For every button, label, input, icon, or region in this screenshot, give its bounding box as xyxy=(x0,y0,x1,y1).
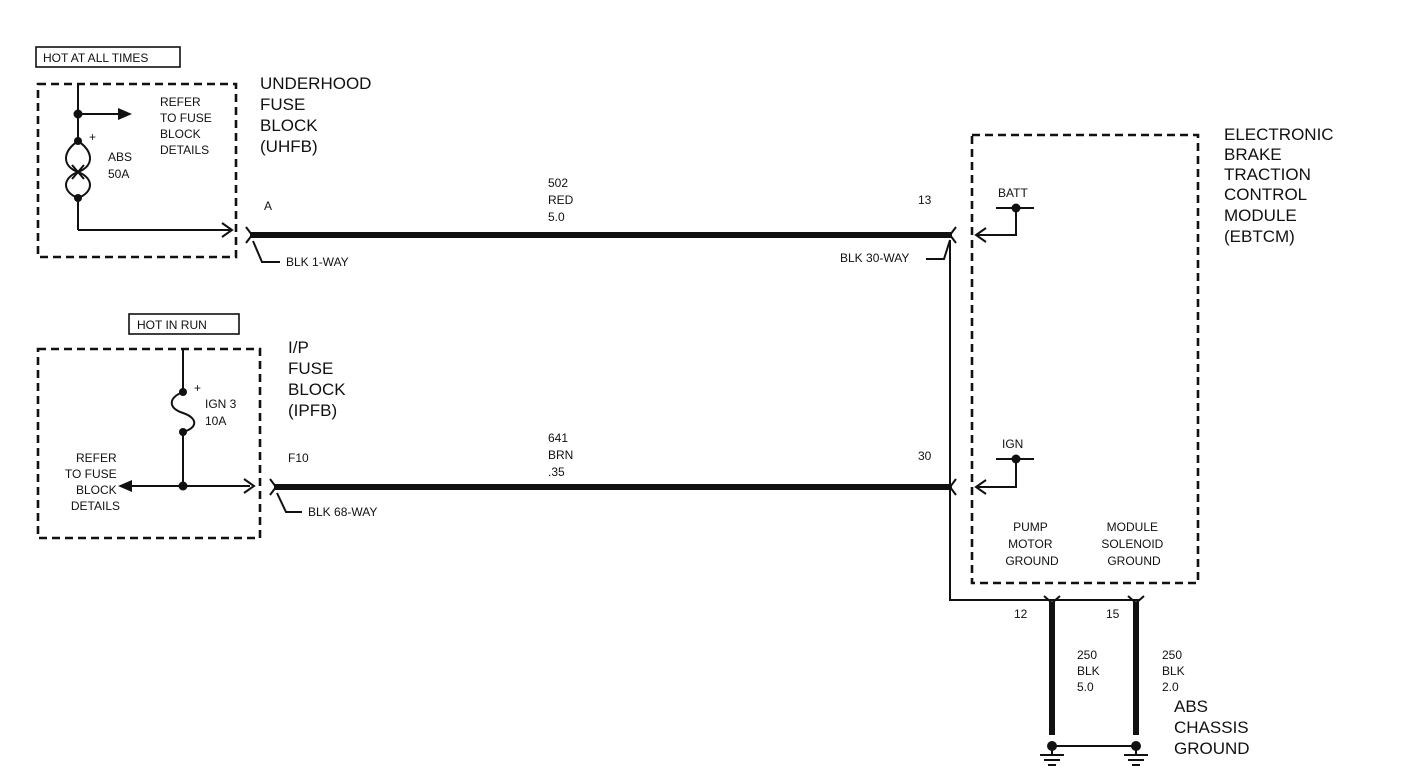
ground-wire-2-label: 250 BLK 2.0 xyxy=(1162,648,1188,694)
ip-fuse-block-title: I/P FUSE BLOCK (IPFB) xyxy=(288,338,350,420)
blk-30-way-leader xyxy=(926,239,951,260)
pin-15-label: 15 xyxy=(1106,607,1120,621)
ip-terminal-arrow-icon xyxy=(243,478,256,494)
ground-2-icon xyxy=(1124,746,1148,766)
hot-at-all-times-box xyxy=(35,46,181,68)
ip-fuse-plus-sign: + xyxy=(194,381,201,395)
ebtcm-connector-body xyxy=(949,240,1140,601)
underhood-refer-text: REFER TO FUSE BLOCK DETAILS xyxy=(160,95,215,157)
ground-wire-1-label: 250 BLK 5.0 xyxy=(1077,648,1103,694)
ip-refer-text: REFER TO FUSE BLOCK DETAILS xyxy=(65,451,120,513)
abs-fuse-label: ABS 50A xyxy=(108,150,135,181)
ign-input-arrow-icon xyxy=(974,479,987,495)
ebtcm-module: ELECTRONIC BRAKE TRACTION CONTROL MODULE… xyxy=(970,125,1338,585)
ground-1-icon xyxy=(1040,746,1064,766)
underhood-terminal-arrow-icon xyxy=(221,222,234,238)
ip-fuse-block-outline xyxy=(36,347,262,540)
wire-641-label: 641 BRN .35 xyxy=(548,431,577,479)
ip-fuse-block: HOT IN RUN I/P FUSE BLOCK (IPFB) + IGN 3… xyxy=(36,313,350,540)
connector-13-chevron-icon xyxy=(948,226,957,244)
ign-label: IGN xyxy=(1002,437,1023,451)
hot-in-run-label: HOT IN RUN xyxy=(137,318,207,332)
pin-30-label: 30 xyxy=(918,449,932,463)
ign-input-wire xyxy=(976,459,1017,488)
batt-input-arrow-icon xyxy=(974,227,987,243)
pump-motor-ground-label: PUMP MOTOR GROUND xyxy=(1005,520,1059,568)
blk-68-way-label: BLK 68-WAY xyxy=(308,505,377,519)
underhood-refer-arrow-icon xyxy=(118,108,132,120)
ip-refer-arrow-icon xyxy=(118,480,132,492)
hot-at-all-times-label: HOT AT ALL TIMES xyxy=(43,51,148,65)
blk-1-way-leader xyxy=(252,240,280,263)
hot-in-run-box xyxy=(128,313,240,335)
blk-30-way-label: BLK 30-WAY xyxy=(840,251,909,265)
ign3-fuse-icon xyxy=(170,388,196,436)
ebtcm-title: ELECTRONIC BRAKE TRACTION CONTROL MODULE… xyxy=(1224,125,1338,246)
underhood-fuse-block-outline xyxy=(36,82,238,259)
pin-12-label: 12 xyxy=(1014,607,1028,621)
fuse-plus-sign: + xyxy=(89,130,96,144)
blk-68-way-leader xyxy=(276,492,302,513)
batt-input-wire xyxy=(976,208,1017,236)
wire-502-label: 502 RED 5.0 xyxy=(548,176,577,224)
abs-fuse-icon xyxy=(65,137,91,202)
underhood-fuse-block: HOT AT ALL TIMES UNDERHOOD FUSE BLOCK (U… xyxy=(35,46,376,259)
terminal-a-label: A xyxy=(264,199,272,213)
underhood-fuse-block-title: UNDERHOOD FUSE BLOCK (UHFB) xyxy=(260,74,376,156)
terminal-f10-label: F10 xyxy=(288,451,309,465)
ign3-fuse-label: IGN 3 10A xyxy=(205,397,240,428)
ebtcm-outline xyxy=(970,133,1200,585)
batt-label: BATT xyxy=(998,186,1028,200)
abs-chassis-ground-label: ABS CHASSIS GROUND xyxy=(1174,697,1253,758)
pin-13-label: 13 xyxy=(918,193,932,207)
module-solenoid-ground-label: MODULE SOLENOID GROUND xyxy=(1101,520,1166,568)
blk-1-way-label: BLK 1-WAY xyxy=(286,255,349,269)
